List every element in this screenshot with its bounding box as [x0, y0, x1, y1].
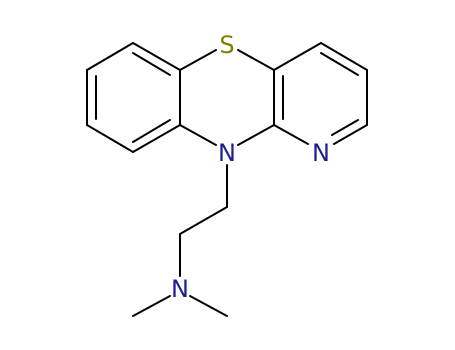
bond — [179, 124, 217, 146]
pyridine-nitrogen-atom-label: N — [312, 139, 330, 167]
bond — [86, 42, 134, 71]
amine-nitrogen-atom-label: N — [171, 275, 189, 303]
benzene-ring — [86, 42, 181, 153]
bond — [273, 124, 309, 145]
side-chain — [132, 164, 228, 317]
thiazine-ring — [179, 49, 275, 146]
pyridine-ring — [273, 42, 368, 145]
bond — [320, 42, 368, 71]
bond — [86, 124, 134, 153]
double-bond-line — [331, 119, 359, 136]
bond — [179, 49, 217, 71]
double-bond-line — [320, 52, 359, 76]
ring-nitrogen-atom-label: N — [218, 139, 236, 167]
bond — [237, 49, 275, 71]
double-bond-line — [132, 52, 171, 76]
bond — [333, 124, 368, 145]
bond — [132, 295, 171, 317]
bond — [189, 295, 228, 317]
bond — [132, 124, 181, 153]
double-bond-line — [132, 119, 171, 143]
bond — [132, 42, 181, 71]
sulfur-atom-label: S — [219, 31, 234, 59]
bond — [273, 42, 322, 71]
bond — [237, 124, 275, 146]
bond — [179, 206, 228, 235]
